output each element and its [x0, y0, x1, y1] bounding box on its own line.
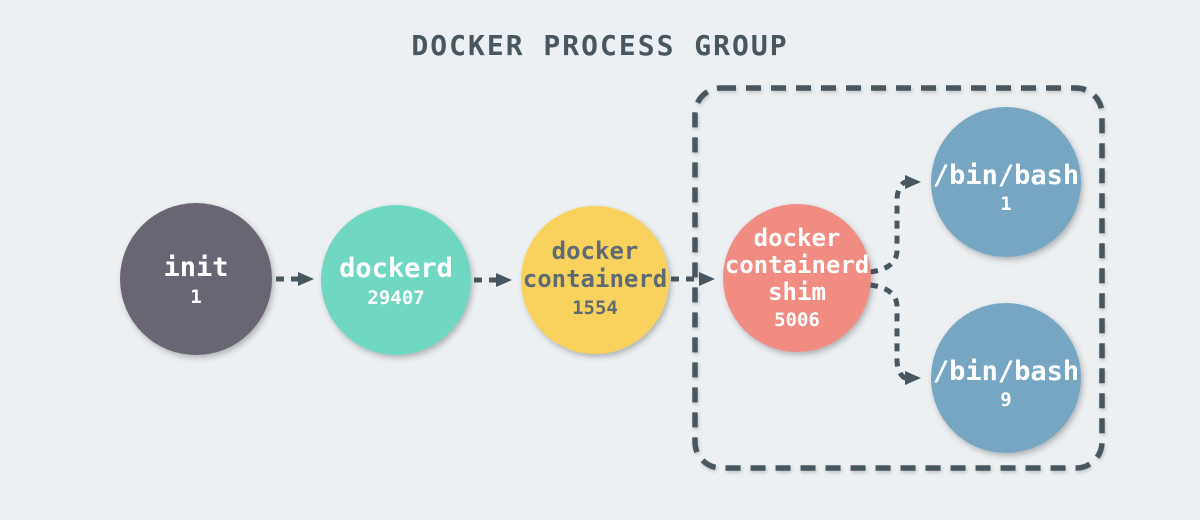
node-shim-label-line1: docker: [754, 224, 841, 252]
node-containerd-label-line2: containerd: [523, 265, 668, 293]
node-dockerd-pid: 29407: [367, 287, 424, 309]
node-init-label: init: [163, 252, 228, 283]
node-containerd: docker containerd 1554: [521, 206, 669, 354]
node-bash-bottom-pid: 9: [1000, 389, 1011, 411]
node-bash-top-pid: 1: [1000, 193, 1011, 215]
node-bash-top-circle: [931, 107, 1081, 257]
node-shim-label-line2: containerd: [725, 251, 870, 279]
node-bash-bottom-label: /bin/bash: [933, 356, 1079, 387]
node-bash-top-label: /bin/bash: [933, 160, 1079, 191]
node-dockerd: dockerd 29407: [321, 205, 471, 355]
node-dockerd-label: dockerd: [339, 253, 453, 284]
diagram-title: DOCKER PROCESS GROUP: [411, 29, 788, 62]
edge-shim-bash-bottom: [869, 282, 921, 385]
node-containerd-label-line1: docker: [552, 237, 639, 265]
node-shim-pid: 5006: [774, 309, 820, 331]
edge-shim-bash-top: [869, 175, 921, 275]
node-containerd-pid: 1554: [572, 297, 618, 319]
node-init-circle: [120, 203, 272, 355]
node-shim-label-line3: shim: [768, 278, 826, 306]
process-group-box: [692, 85, 1105, 471]
node-dockerd-circle: [321, 205, 471, 355]
node-init-pid: 1: [190, 286, 201, 308]
node-bash-top: /bin/bash 1: [931, 107, 1081, 257]
node-bash-bottom: /bin/bash 9: [931, 303, 1081, 453]
node-init: init 1: [120, 203, 272, 355]
node-shim-circle: [723, 204, 871, 352]
node-shim: docker containerd shim 5006: [723, 204, 871, 352]
node-bash-bottom-circle: [931, 303, 1081, 453]
node-containerd-circle: [521, 206, 669, 354]
